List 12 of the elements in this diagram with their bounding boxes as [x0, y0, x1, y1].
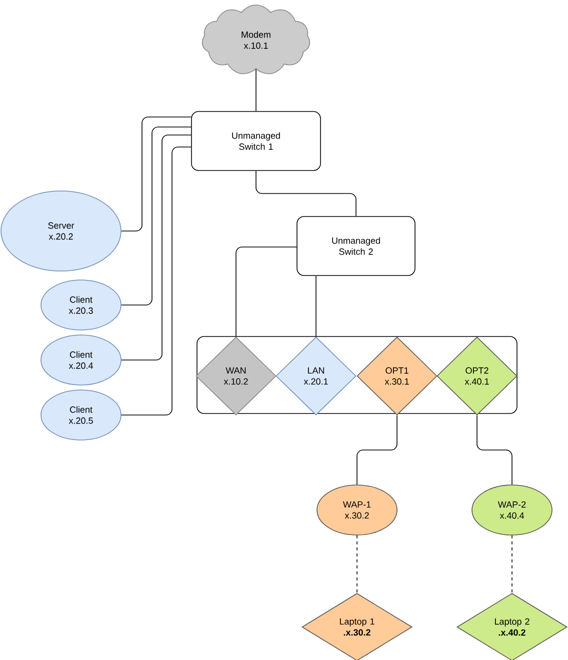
connector-line [256, 170, 356, 216]
connector-line [121, 116, 192, 232]
connector-line [356, 535, 358, 594]
switch-box: Unmanaged Switch 1 [191, 111, 321, 171]
connector-line [476, 415, 512, 485]
connector-line [121, 146, 192, 416]
cloud-node: Modem x.10.1 [202, 4, 310, 74]
connector-line [236, 246, 297, 337]
connector-line [356, 415, 398, 485]
connector-line [121, 126, 192, 306]
connector-line [121, 134, 192, 360]
switch-box: Unmanaged Switch 2 [296, 216, 416, 276]
